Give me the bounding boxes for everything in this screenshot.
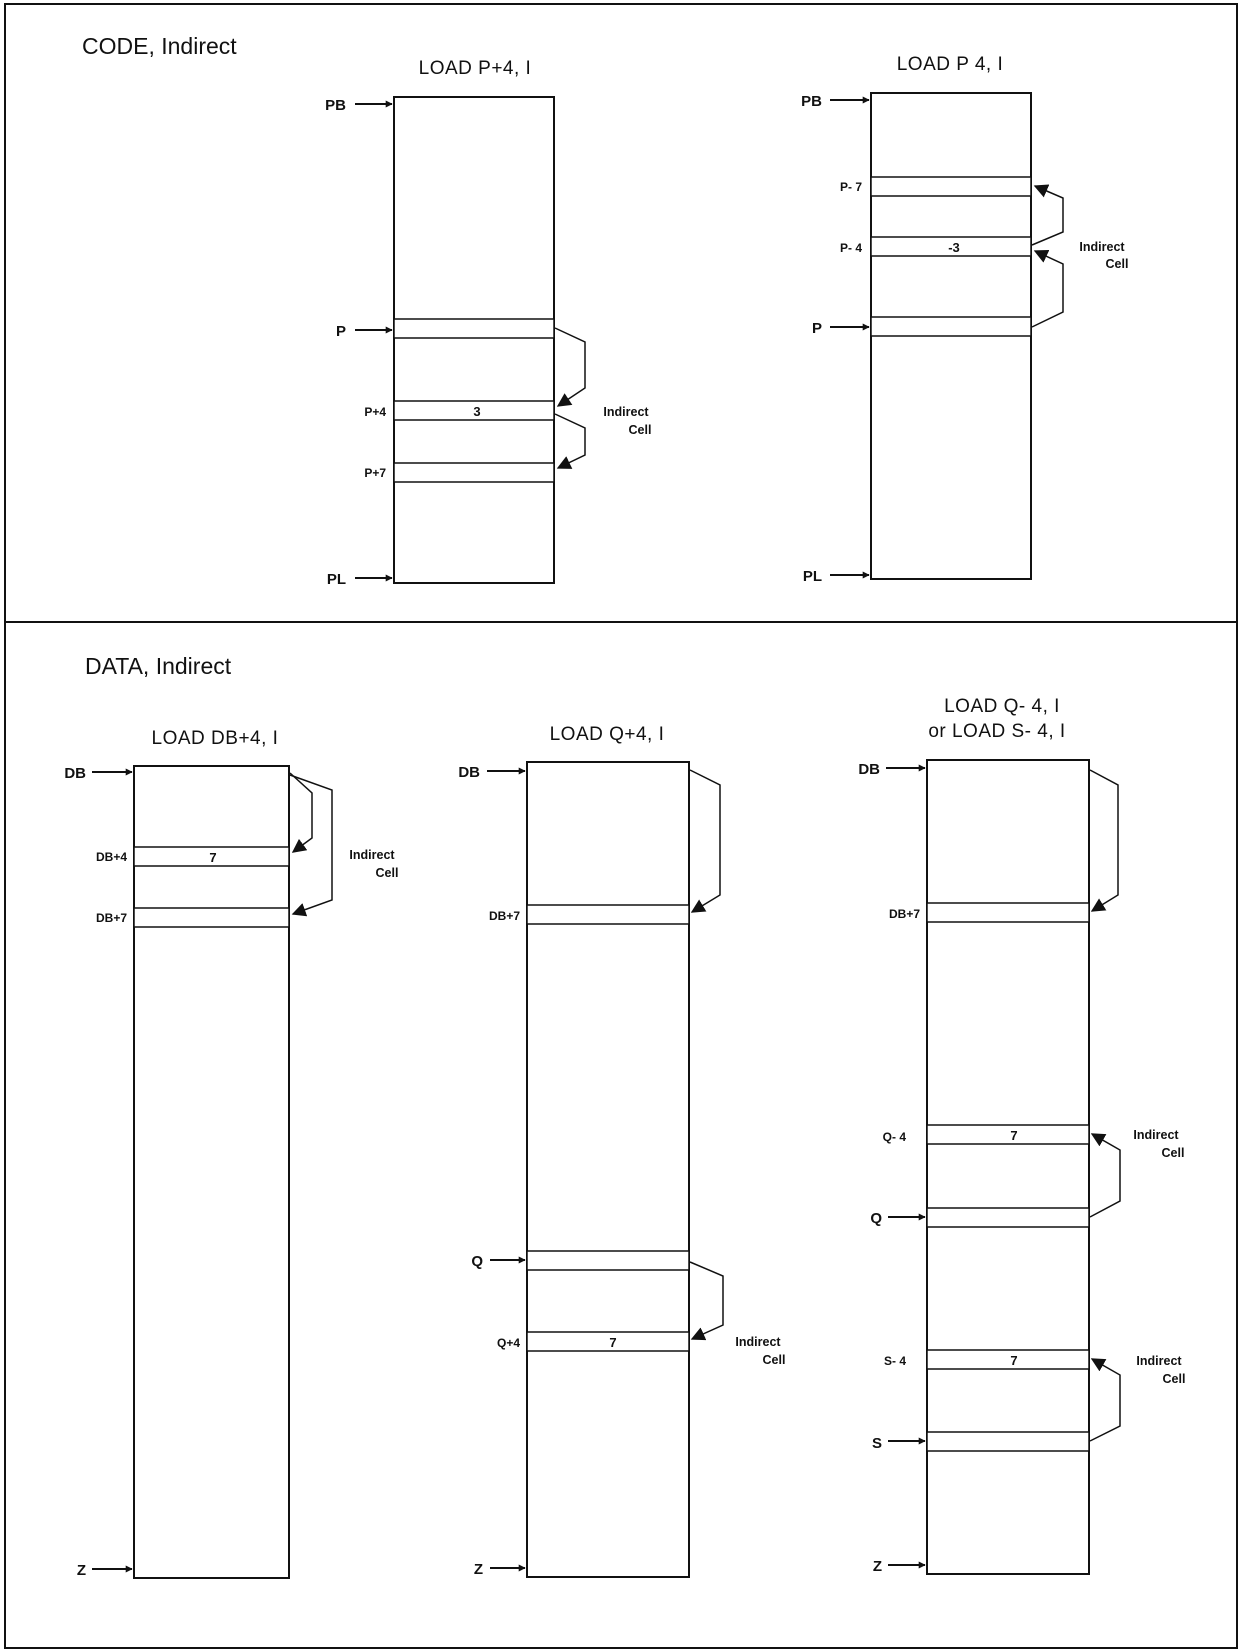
data-right-cell-qm4	[926, 1124, 1090, 1145]
code-right-cell-pm7	[870, 176, 1032, 197]
data-left-cell-db7	[133, 907, 290, 928]
data-left-diagram: LOAD DB+4, I 7 DB DB+4 DB+7 Z Indirect C…	[64, 728, 398, 1579]
data-right-qm4-label: Q- 4	[883, 1130, 907, 1144]
code-panel-title: CODE, Indirect	[82, 33, 237, 59]
data-right-cell-q	[926, 1207, 1090, 1228]
data-middle-cell-q	[526, 1250, 690, 1271]
data-right-q-note-line1: Indirect	[1133, 1128, 1179, 1142]
code-right-heading: LOAD P 4, I	[897, 54, 1004, 75]
data-middle-diagram: LOAD Q+4, I 7 DB DB+7 Q Q+4 Z Indirect C…	[458, 724, 785, 1578]
code-right-pb-label: PB	[801, 93, 822, 110]
data-middle-q-label: Q	[471, 1253, 483, 1270]
code-left-memory-block	[393, 96, 555, 584]
data-right-cell-sm4	[926, 1349, 1090, 1370]
code-left-cell-p	[393, 318, 555, 339]
data-right-heading-line2: or LOAD S- 4, I	[928, 721, 1065, 742]
data-panel-title: DATA, Indirect	[85, 653, 232, 679]
data-left-cell-db4	[133, 846, 290, 867]
data-right-diagram: LOAD Q- 4, I or LOAD S- 4, I 7 7 DB DB+7…	[858, 696, 1185, 1575]
code-right-diagram: LOAD P 4, I -3 PB P- 7 P- 4 P PL Indirec…	[801, 54, 1128, 585]
data-right-s-note-line1: Indirect	[1136, 1354, 1182, 1368]
data-right-sm4-label: S- 4	[884, 1354, 906, 1368]
data-panel: DATA, Indirect	[4, 621, 1238, 1649]
data-left-memory-block	[133, 765, 290, 1579]
data-middle-memory-block	[526, 761, 690, 1578]
code-right-pm7-label: P- 7	[840, 180, 862, 194]
code-right-p-label: P	[812, 320, 822, 337]
data-right-pointer-db-to-db7	[1089, 769, 1119, 912]
code-left-pl-label: PL	[327, 571, 346, 588]
data-right-q-note-line2: Cell	[1162, 1146, 1185, 1160]
data-right-memory-block	[926, 759, 1090, 1575]
data-left-pointer-db-to-db7	[289, 774, 333, 917]
data-left-cell-value: 7	[209, 850, 216, 865]
data-left-z-label: Z	[77, 1562, 86, 1579]
data-right-z-label: Z	[873, 1558, 882, 1575]
data-middle-cell-value: 7	[609, 1335, 616, 1350]
code-right-pointer-p-to-pm4	[1031, 249, 1064, 328]
data-left-heading: LOAD DB+4, I	[152, 728, 279, 749]
data-right-q-label: Q	[870, 1210, 882, 1227]
code-left-note-line2: Cell	[629, 423, 652, 437]
code-right-note-line2: Cell	[1106, 257, 1129, 271]
code-right-pl-label: PL	[803, 568, 822, 585]
data-right-s-cell-value: 7	[1010, 1353, 1017, 1368]
data-middle-heading: LOAD Q+4, I	[550, 724, 665, 745]
code-left-cell-p7	[393, 462, 555, 483]
code-right-pm4-label: P- 4	[840, 241, 862, 255]
data-panel-frame	[4, 621, 1238, 1649]
data-left-note-line1: Indirect	[349, 848, 395, 862]
code-right-note-line1: Indirect	[1079, 240, 1125, 254]
code-left-cell-value: 3	[473, 404, 480, 419]
data-left-db7-label: DB+7	[96, 911, 127, 925]
code-left-p4-label: P+4	[364, 405, 386, 419]
data-left-db-label: DB	[64, 765, 86, 782]
data-right-cell-db7	[926, 902, 1090, 923]
code-left-pointer-p-to-p4	[554, 327, 586, 407]
data-right-heading-line1: LOAD Q- 4, I	[944, 696, 1060, 717]
data-middle-pointer-db-to-db7	[689, 769, 721, 913]
code-left-pb-label: PB	[325, 97, 346, 114]
code-left-pointer-p4-to-p7	[554, 413, 586, 469]
data-left-db4-label: DB+4	[96, 850, 127, 864]
data-right-cell-s	[926, 1431, 1090, 1452]
code-left-p-label: P	[336, 323, 346, 340]
data-right-s-note-line2: Cell	[1163, 1372, 1186, 1386]
data-middle-db-label: DB	[458, 764, 480, 781]
code-right-pointer-pm4-to-pm7	[1031, 184, 1064, 246]
data-middle-cell-db7	[526, 904, 690, 925]
code-left-diagram: LOAD P+4, I 3 PB P P+4 P+7 PL Indirect C…	[325, 58, 651, 588]
data-middle-db7-label: DB+7	[489, 909, 520, 923]
data-right-pointer-q-to-qm4	[1089, 1133, 1121, 1218]
code-right-cell-p	[870, 316, 1032, 337]
code-right-cell-pm4	[870, 236, 1032, 257]
data-middle-z-label: Z	[474, 1561, 483, 1578]
code-panel: CODE, Indirect	[4, 3, 1238, 623]
code-left-note-line1: Indirect	[603, 405, 649, 419]
data-middle-note-line2: Cell	[763, 1353, 786, 1367]
data-middle-pointer-q-to-q4	[689, 1261, 724, 1341]
data-middle-cell-q4	[526, 1331, 690, 1352]
data-middle-q4-label: Q+4	[497, 1336, 520, 1350]
code-left-heading: LOAD P+4, I	[419, 58, 532, 79]
data-right-db7-label: DB+7	[889, 907, 920, 921]
data-right-q-cell-value: 7	[1010, 1128, 1017, 1143]
data-right-pointer-s-to-sm4	[1089, 1358, 1121, 1442]
data-left-note-line2: Cell	[376, 866, 399, 880]
data-left-pointer-db-to-db4	[289, 772, 313, 853]
data-right-db-label: DB	[858, 761, 880, 778]
code-left-cell-p4	[393, 400, 555, 421]
code-left-p7-label: P+7	[364, 466, 386, 480]
data-middle-note-line1: Indirect	[735, 1335, 781, 1349]
code-right-cell-value: -3	[948, 240, 960, 255]
code-panel-frame	[4, 3, 1238, 623]
data-right-s-label: S	[872, 1435, 882, 1452]
